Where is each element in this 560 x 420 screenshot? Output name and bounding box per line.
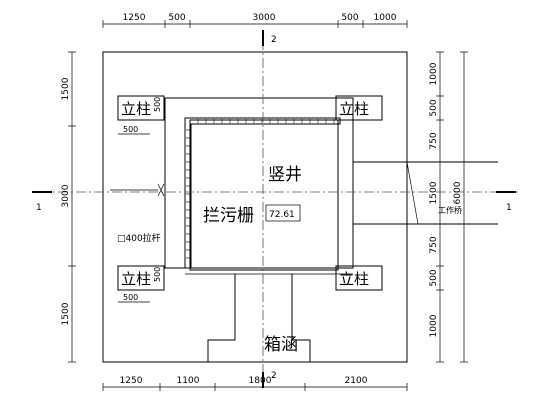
bridge-diag: [406, 161, 419, 225]
section-label-left: 1: [36, 203, 42, 213]
column-label-bl: 立柱: [121, 270, 151, 288]
dim-left-3: 1500: [61, 302, 71, 325]
dim-right-5: 750: [429, 236, 439, 253]
culvert-label: 箱涵: [264, 335, 298, 355]
trash-rack-hatch: [186, 119, 335, 259]
dim-bottom-3: 1800: [249, 376, 272, 386]
dim-left-1: 1500: [61, 77, 71, 100]
trash-rack-label: 拦污栅: [203, 206, 254, 226]
dim-right-2: 500: [429, 99, 439, 116]
dim-right-4: 1500: [429, 181, 439, 204]
column-dim-tl-w: 500: [123, 125, 138, 134]
dim-top-4: 500: [341, 13, 358, 23]
column-box-tl: [117, 95, 165, 121]
elevation-value: 72.61: [269, 210, 295, 220]
dim-left-2: 3000: [61, 184, 71, 207]
dim-ticks-top: [102, 20, 408, 28]
culvert-wall-left: [207, 274, 236, 362]
column-dim-bl-w: 500: [123, 293, 138, 302]
elevation-box: [265, 204, 301, 222]
dim-top-1: 1250: [123, 13, 146, 23]
culvert-wall-right: [291, 274, 311, 362]
column-label-tr: 立柱: [339, 100, 369, 118]
shaft-label: 竖井: [268, 165, 302, 185]
section-label-top: 2: [271, 35, 277, 45]
dim-bottom-2: 1100: [177, 376, 200, 386]
shaft-chamber: [189, 119, 339, 271]
dim-ticks-bottom: [102, 383, 408, 391]
dim-right-total: 6000: [453, 181, 463, 204]
dim-right-6: 500: [429, 269, 439, 286]
column-box-br: [335, 265, 383, 291]
column-box-tr: [335, 95, 383, 121]
dim-right-1: 1000: [429, 62, 439, 85]
dim-bottom-4: 2100: [345, 376, 368, 386]
dim-right-3: 750: [429, 132, 439, 149]
bridge-opening: [352, 161, 408, 225]
dim-right-7: 1000: [429, 314, 439, 337]
column-dim-bl-h: 500: [153, 267, 162, 282]
section-label-bottom: 2: [271, 371, 277, 381]
gate-valve-icon: [157, 183, 165, 197]
section-label-right: 1: [506, 203, 512, 213]
column-dim-tl-h: 500: [153, 97, 162, 112]
dim-top-5: 1000: [374, 13, 397, 23]
column-label-tl: 立柱: [121, 100, 151, 118]
dim-top-2: 500: [168, 13, 185, 23]
dim-top-3: 3000: [253, 13, 276, 23]
dim-ticks-right: [436, 51, 468, 363]
dim-bottom-1: 1250: [120, 376, 143, 386]
column-box-bl: [117, 265, 165, 291]
dim-ticks-left: [68, 51, 76, 363]
bridge-label: 工作桥: [438, 205, 462, 215]
gate-label: □400拉杆: [117, 232, 161, 244]
trash-rack-outline: [184, 117, 341, 269]
column-label-br: 立柱: [339, 270, 369, 288]
